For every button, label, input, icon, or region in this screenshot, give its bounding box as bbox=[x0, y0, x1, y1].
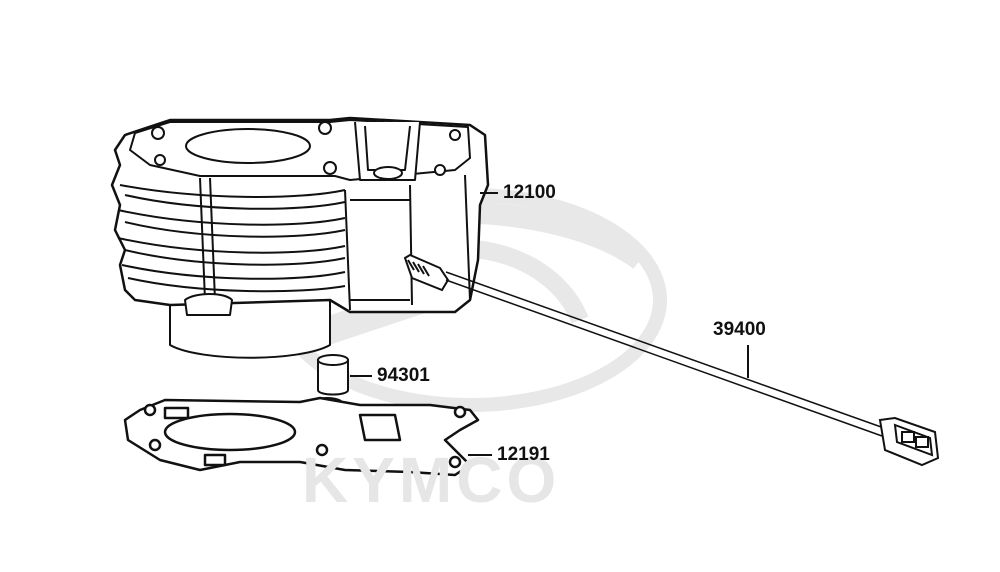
dowel-pin-upper bbox=[317, 354, 349, 396]
watermark-brand-text: KYMCO bbox=[302, 444, 561, 516]
part-label-gasket: 12191 bbox=[497, 444, 550, 465]
part-label-wire-harness: 39400 bbox=[713, 319, 766, 340]
cylinder-drawing bbox=[110, 116, 490, 359]
wire-harness-drawing bbox=[403, 253, 940, 467]
gasket-drawing bbox=[123, 396, 480, 477]
part-label-cylinder: 12100 bbox=[503, 182, 556, 203]
part-label-dowel-pin: 94301 bbox=[377, 365, 430, 386]
